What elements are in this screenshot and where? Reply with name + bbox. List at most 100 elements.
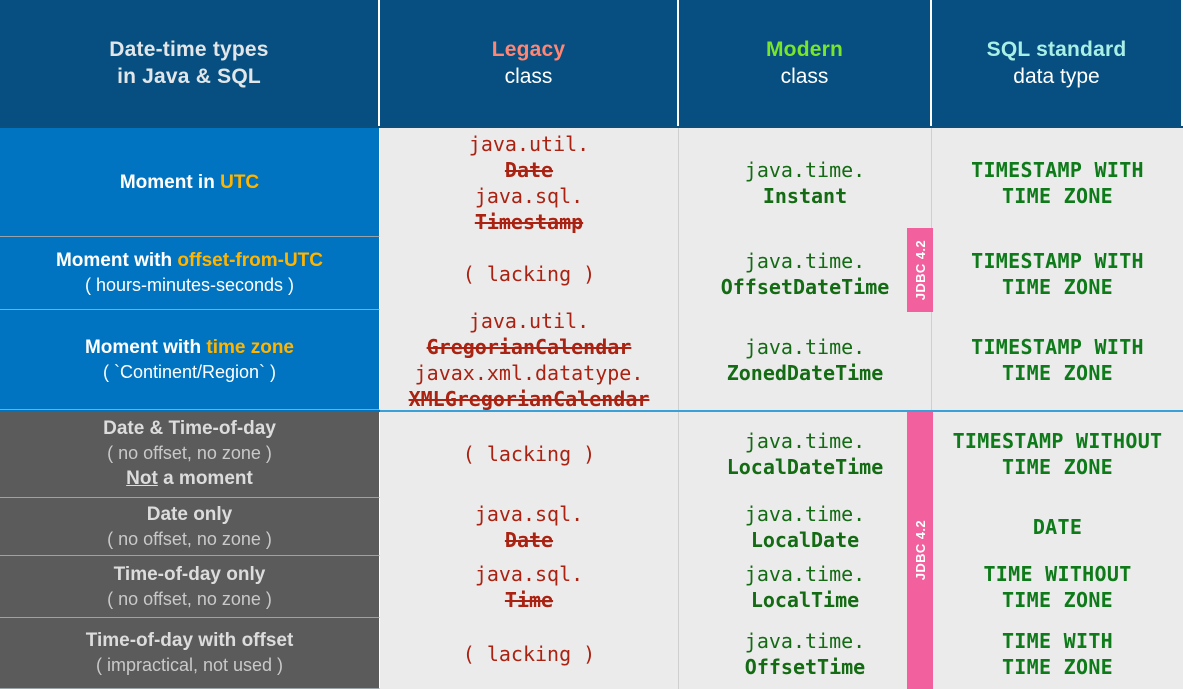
row-label-time-of-day-only: Time-of-day only ( no offset, no zone ) xyxy=(0,556,380,618)
modern-cell-localtime: java.time. LocalTime xyxy=(679,556,932,618)
modern-class: OffsetTime xyxy=(744,654,866,679)
header-modern-sublabel: class xyxy=(780,65,829,88)
row-label-not: Not xyxy=(126,468,158,489)
modern-class: OffsetDateTime xyxy=(720,274,890,299)
legacy-package: java.sql. xyxy=(474,502,584,526)
row-label-highlight: time zone xyxy=(206,336,294,358)
row-label-main: Moment in UTC xyxy=(120,170,259,195)
row-label-main: Date only xyxy=(146,503,233,525)
modern-cell-localdatetime: java.time. LocalDateTime xyxy=(679,410,932,498)
jdbc-badge-lower: JDBC 4.2 xyxy=(907,412,933,689)
modern-package: java.time. xyxy=(744,562,866,586)
legacy-package: java.util. xyxy=(468,310,590,333)
row-label-not-a-moment: Not a moment xyxy=(126,466,253,491)
header-legacy-label: Legacy xyxy=(491,38,566,61)
sql-cell-time-without-time-zone: TIME WITHOUT TIME ZONE xyxy=(932,556,1183,618)
modern-package: java.time. xyxy=(744,502,866,526)
section-divider-right xyxy=(380,410,1183,412)
modern-class: LocalDate xyxy=(750,528,860,552)
sql-cell-date: DATE xyxy=(932,498,1183,556)
row-label-highlight: offset-from-UTC xyxy=(177,250,324,271)
modern-cell-instant: java.time. Instant xyxy=(679,128,932,237)
row-label-time-of-day-with-offset: Time-of-day with offset ( impractical, n… xyxy=(0,618,380,689)
modern-cell-zoneddatetime: java.time. ZonedDateTime xyxy=(679,310,932,410)
sql-cell-timestamp-with-time-zone: TIMESTAMP WITH TIME ZONE xyxy=(932,310,1183,410)
sql-type-line1: TIMESTAMP WITHOUT xyxy=(952,429,1163,453)
header-cell-legacy: Legacy class xyxy=(380,0,679,128)
sql-type-line2: TIME ZONE xyxy=(1001,588,1114,612)
row-label-main: Time-of-day only xyxy=(113,563,266,585)
jdbc-badge-upper: JDBC 4.2 xyxy=(907,228,933,312)
header-divider xyxy=(0,126,1183,128)
row-label-text: Moment with xyxy=(55,250,178,271)
legacy-package: javax.xml.datatype. xyxy=(414,361,644,385)
sql-type-line1: TIMESTAMP WITH xyxy=(971,157,1144,182)
modern-package: java.time. xyxy=(744,429,866,453)
row-label-text: Moment with xyxy=(84,336,207,358)
sql-cell-time-with-time-zone: TIME WITH TIME ZONE xyxy=(932,618,1183,689)
legacy-cell-offset-lacking: ( lacking ) xyxy=(380,237,679,310)
sql-type-line2: TIME ZONE xyxy=(1001,183,1114,208)
sql-type-line2: TIME ZONE xyxy=(1001,361,1114,385)
legacy-package: java.sql. xyxy=(474,183,584,208)
legacy-cell-localdatetime-lacking: ( lacking ) xyxy=(380,410,679,498)
row-label-main: Moment with time zone xyxy=(85,335,294,360)
legacy-cell-sql-date: java.sql. Date xyxy=(380,498,679,556)
legacy-class: Date xyxy=(504,157,554,182)
legacy-class: GregorianCalendar xyxy=(426,335,632,359)
sql-type-line1: TIMESTAMP WITH xyxy=(971,248,1144,273)
row-label-highlight: UTC xyxy=(220,171,260,193)
section-divider-left xyxy=(0,410,380,412)
header-modern-label: Modern xyxy=(765,38,844,61)
legacy-cell-gregorian-calendar: java.util. GregorianCalendar javax.xml.d… xyxy=(380,310,679,410)
modern-cell-localdate: java.time. LocalDate xyxy=(679,498,932,556)
row-label-date-only: Date only ( no offset, no zone ) xyxy=(0,498,380,556)
row-label-main: Time-of-day with offset xyxy=(85,630,294,651)
legacy-lacking: ( lacking ) xyxy=(462,641,596,666)
row-label-a-moment: a moment xyxy=(157,468,253,489)
sql-type-line1: TIME WITHOUT xyxy=(983,562,1132,586)
header-cell-sql-standard: SQL standard data type xyxy=(932,0,1183,128)
row-label-sub: ( impractical, not used ) xyxy=(95,655,284,675)
row-label-text: Moment in xyxy=(119,171,221,193)
legacy-cell-offsettime-lacking: ( lacking ) xyxy=(380,618,679,689)
sql-type-line1: TIMESTAMP WITH xyxy=(971,335,1144,359)
header-sql-sublabel: data type xyxy=(1013,65,1100,88)
row-label-sub: ( hours-minutes-seconds ) xyxy=(84,275,295,295)
sql-cell-timestamp-without-time-zone: TIMESTAMP WITHOUT TIME ZONE xyxy=(932,410,1183,498)
row-label-main: Date & Time-of-day xyxy=(103,418,276,439)
legacy-package: java.util. xyxy=(468,131,590,156)
legacy-lacking: ( lacking ) xyxy=(462,261,596,286)
legacy-class: Date xyxy=(504,528,554,552)
legacy-class: Timestamp xyxy=(474,209,584,234)
modern-package: java.time. xyxy=(744,157,866,182)
legacy-lacking: ( lacking ) xyxy=(462,442,596,466)
row-label-moment-with-offset: Moment with offset-from-UTC ( hours-minu… xyxy=(0,237,380,310)
modern-class: LocalTime xyxy=(750,588,860,612)
modern-class: ZonedDateTime xyxy=(726,361,884,385)
header-title-line1: Date-time types xyxy=(109,38,269,61)
header-sql-label: SQL standard xyxy=(986,38,1127,61)
row-label-sub: ( `Continent/Region` ) xyxy=(102,361,277,382)
sql-type-line2: TIME ZONE xyxy=(1001,455,1114,479)
sql-type-line1: DATE xyxy=(1032,515,1083,539)
modern-package: java.time. xyxy=(744,628,866,653)
legacy-class: Time xyxy=(504,588,554,612)
sql-type-line2: TIME ZONE xyxy=(1001,274,1114,299)
jdbc-badge-lower-label: JDBC 4.2 xyxy=(912,520,928,581)
row-label-sub: ( no offset, no zone ) xyxy=(107,528,272,549)
modern-package: java.time. xyxy=(744,248,866,273)
sql-cell-timestamp-with-time-zone: TIMESTAMP WITH TIME ZONE xyxy=(932,237,1183,310)
header-legacy-sublabel: class xyxy=(504,65,553,88)
modern-cell-offsettime: java.time. OffsetTime xyxy=(679,618,932,689)
modern-class: Instant xyxy=(762,183,848,208)
sql-cell-timestamp-with-time-zone: TIMESTAMP WITH TIME ZONE xyxy=(932,128,1183,237)
header-cell-modern: Modern class xyxy=(679,0,932,128)
header-cell-date-time-types: Date-time types in Java & SQL xyxy=(0,0,380,128)
legacy-cell-sql-time: java.sql. Time xyxy=(380,556,679,618)
jdbc-badge-upper-label: JDBC 4.2 xyxy=(912,239,928,301)
legacy-class: XMLGregorianCalendar xyxy=(408,387,650,410)
modern-cell-offsetdatetime: java.time. OffsetDateTime xyxy=(679,237,932,310)
sql-type-line1: TIME WITH xyxy=(1001,628,1114,653)
